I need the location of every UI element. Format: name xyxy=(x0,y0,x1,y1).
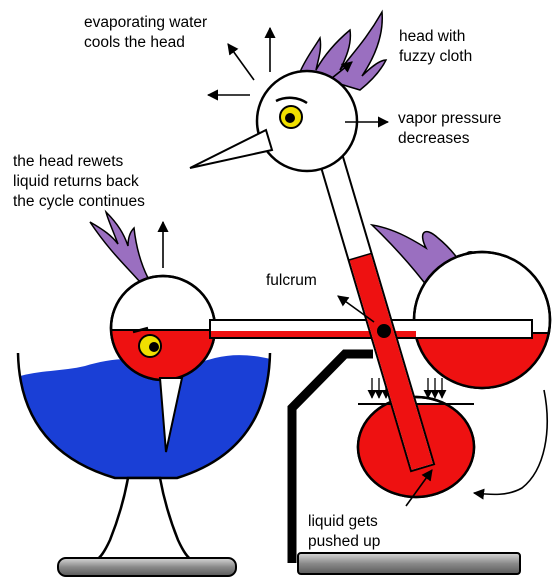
label-liquid-2: pushed up xyxy=(308,533,380,550)
feather-left-head xyxy=(90,212,148,282)
top-beak xyxy=(190,130,272,168)
label-head-cloth-2: fuzzy cloth xyxy=(399,48,472,65)
right-base xyxy=(298,553,520,574)
label-evaporating-1: evaporating water xyxy=(84,14,207,31)
label-rewet-2: liquid returns back xyxy=(13,173,139,190)
label-liquid-1: liquid gets xyxy=(308,513,378,530)
arrow-icon xyxy=(228,44,254,80)
label-vapor-1: vapor pressure xyxy=(398,110,501,127)
label-fulcrum: fulcrum xyxy=(266,272,317,289)
label-rewet-3: the cycle continues xyxy=(13,193,145,210)
label-head-cloth-1: head with xyxy=(399,28,465,45)
label-rewet-1: the head rewets xyxy=(13,153,124,170)
label-evaporating-2: cools the head xyxy=(84,34,185,51)
label-vapor-2: decreases xyxy=(398,130,470,147)
fulcrum-pivot-icon xyxy=(377,324,391,338)
top-bird-head xyxy=(190,12,386,171)
arrow-icon xyxy=(474,390,547,494)
glass-base xyxy=(58,558,236,576)
